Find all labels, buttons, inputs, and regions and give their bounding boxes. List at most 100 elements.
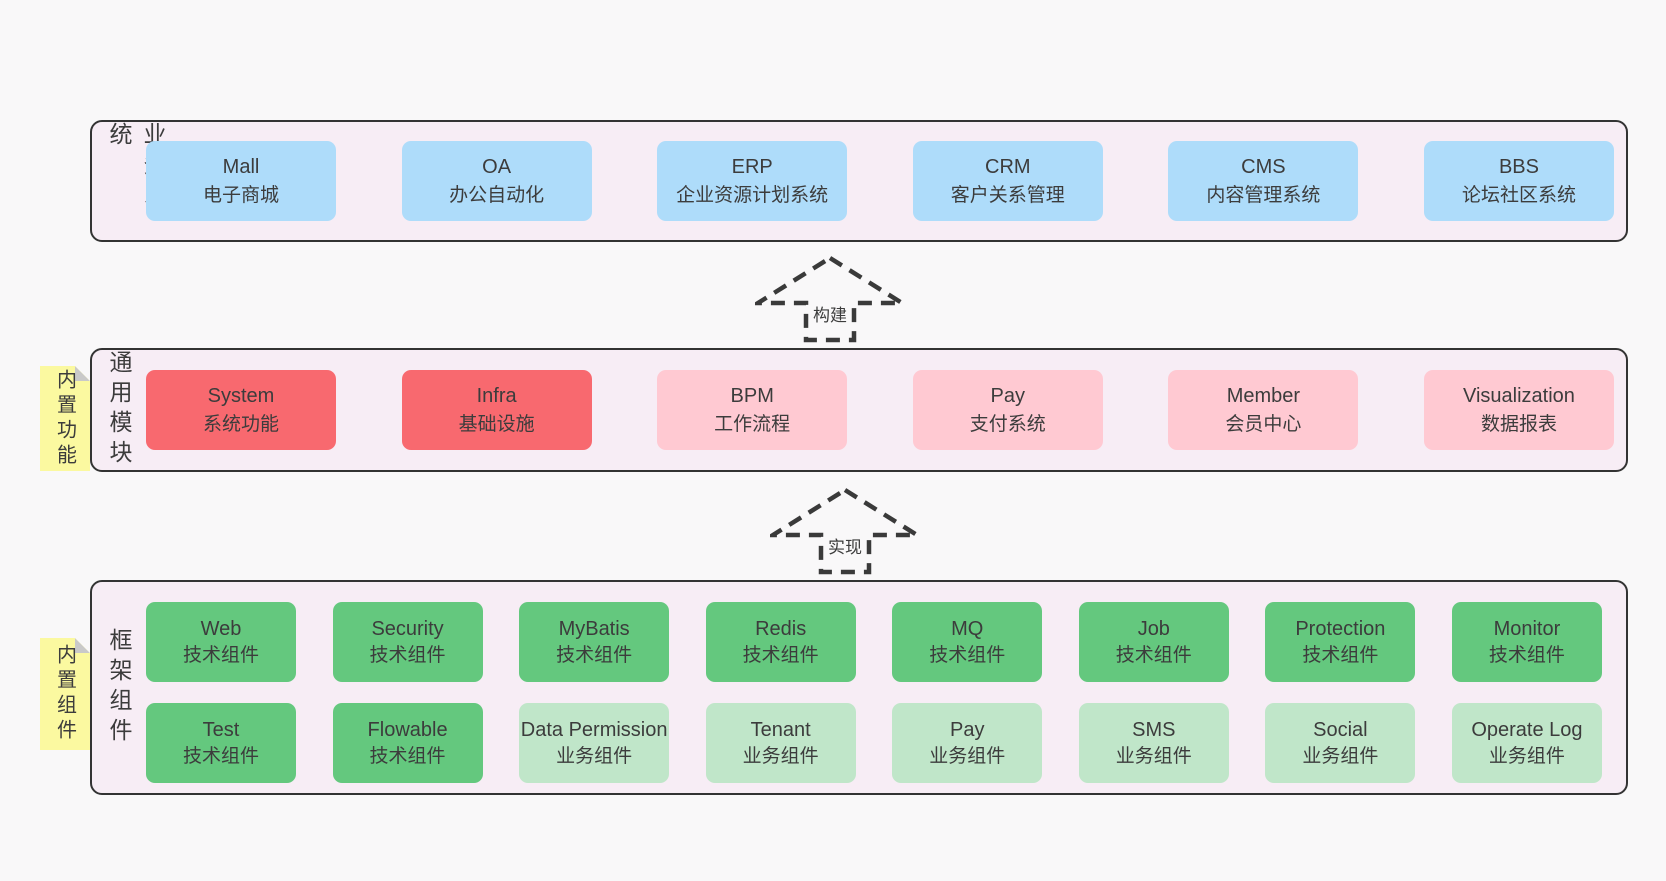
framework-components-layer: 框架组件 Web 技术组件 Security 技术组件 MyBatis 技术组件 bbox=[90, 580, 1628, 795]
box-title-zh: 工作流程 bbox=[714, 413, 791, 435]
box-title-en: Mall bbox=[222, 155, 260, 178]
component-box: Job 技术组件 bbox=[1078, 602, 1229, 682]
module-box: Visualization 数据报表 bbox=[1423, 370, 1614, 450]
box-title-zh: 技术组件 bbox=[929, 644, 1006, 666]
business-system-box: ERP 企业资源计划系统 bbox=[657, 141, 848, 221]
box-title-en: Pay bbox=[990, 384, 1026, 407]
box-title-zh: 业务组件 bbox=[742, 745, 819, 767]
builtin-features-sticky-label: 内置功能 bbox=[53, 368, 76, 469]
box-title-en: Pay bbox=[950, 719, 985, 742]
builtin-features-sticky: 内置功能 bbox=[40, 366, 90, 471]
component-box: Monitor 技术组件 bbox=[1451, 602, 1602, 682]
box-title-zh: 支付系统 bbox=[969, 413, 1046, 435]
box-title-zh: 办公自动化 bbox=[449, 184, 545, 206]
box-title-zh: 技术组件 bbox=[1115, 644, 1192, 666]
box-title-zh: 技术组件 bbox=[556, 644, 633, 666]
box-title-en: Data Permission bbox=[520, 719, 668, 742]
box-title-en: Visualization bbox=[1463, 384, 1575, 407]
build-arrow-label: 构建 bbox=[810, 301, 850, 326]
business-system-box: CMS 内容管理系统 bbox=[1168, 141, 1359, 221]
box-title-en: System bbox=[207, 384, 275, 407]
module-box-row: System 系统功能 Infra 基础设施 BPM 工作流程 Pay 支付系统 bbox=[146, 350, 1614, 470]
component-box: Tenant 业务组件 bbox=[705, 703, 856, 783]
business-system-box: BBS 论坛社区系统 bbox=[1423, 141, 1614, 221]
box-title-en: Infra bbox=[476, 384, 517, 407]
box-title-en: SMS bbox=[1132, 719, 1176, 742]
implement-arrow: 实现 bbox=[770, 487, 920, 575]
box-title-en: Redis bbox=[755, 618, 807, 641]
box-title-zh: 业务组件 bbox=[929, 745, 1006, 767]
component-box: Web 技术组件 bbox=[146, 602, 296, 682]
build-arrow: 构建 bbox=[755, 255, 905, 343]
box-title-zh: 客户关系管理 bbox=[950, 184, 1065, 206]
business-system-box: CRM 客户关系管理 bbox=[912, 141, 1103, 221]
module-layer-label: 通用模块 bbox=[106, 350, 132, 470]
component-layer-label: 框架组件 bbox=[106, 627, 132, 748]
box-title-zh: 基础设施 bbox=[458, 413, 535, 435]
box-title-zh: 业务组件 bbox=[1488, 745, 1565, 767]
box-title-zh: 企业资源计划系统 bbox=[676, 184, 829, 206]
box-title-zh: 业务组件 bbox=[1115, 745, 1192, 767]
component-box: Security 技术组件 bbox=[332, 602, 483, 682]
box-title-zh: 技术组件 bbox=[1488, 644, 1565, 666]
component-box: Flowable 技术组件 bbox=[332, 703, 483, 783]
box-title-zh: 论坛社区系统 bbox=[1461, 184, 1576, 206]
box-title-en: CRM bbox=[985, 155, 1031, 178]
component-box: MQ 技术组件 bbox=[892, 602, 1043, 682]
box-title-en: Monitor bbox=[1493, 618, 1561, 641]
component-box: Social 业务组件 bbox=[1265, 703, 1416, 783]
box-title-zh: 内容管理系统 bbox=[1206, 184, 1321, 206]
box-title-en: Flowable bbox=[367, 719, 448, 742]
box-title-zh: 业务组件 bbox=[1302, 745, 1379, 767]
dashed-up-arrow-icon bbox=[770, 487, 920, 575]
box-title-en: MQ bbox=[951, 618, 984, 641]
box-title-zh: 会员中心 bbox=[1225, 413, 1302, 435]
box-title-en: Job bbox=[1137, 618, 1170, 641]
box-title-en: ERP bbox=[731, 155, 773, 178]
box-title-en: MyBatis bbox=[558, 618, 630, 641]
component-box: Redis 技术组件 bbox=[705, 602, 856, 682]
business-box-row: Mall 电子商城 OA 办公自动化 ERP 企业资源计划系统 CRM 客户关系… bbox=[146, 122, 1614, 240]
box-title-en: BPM bbox=[730, 384, 774, 407]
module-box: BPM 工作流程 bbox=[657, 370, 848, 450]
box-title-en: Operate Log bbox=[1471, 719, 1583, 742]
component-box: MyBatis 技术组件 bbox=[519, 602, 670, 682]
box-title-en: CMS bbox=[1241, 155, 1286, 178]
box-title-en: Tenant bbox=[750, 719, 811, 742]
builtin-components-sticky: 内置组件 bbox=[40, 638, 90, 750]
box-title-zh: 技术组件 bbox=[182, 644, 259, 666]
box-title-en: Test bbox=[202, 719, 240, 742]
box-title-en: Social bbox=[1313, 719, 1368, 742]
implement-arrow-label: 实现 bbox=[825, 533, 865, 558]
box-title-zh: 数据报表 bbox=[1480, 413, 1557, 435]
component-box: Data Permission 业务组件 bbox=[519, 703, 670, 783]
box-title-en: Web bbox=[200, 618, 242, 641]
business-systems-layer: 业务系统 Mall 电子商城 OA 办公自动化 ERP 企业资源计划系统 bbox=[90, 120, 1628, 242]
box-title-zh: 技术组件 bbox=[742, 644, 819, 666]
box-title-zh: 技术组件 bbox=[369, 644, 446, 666]
component-box: Operate Log 业务组件 bbox=[1451, 703, 1602, 783]
module-box: Pay 支付系统 bbox=[912, 370, 1103, 450]
box-title-en: Protection bbox=[1295, 618, 1386, 641]
component-box-row-2: Test 技术组件 Flowable 技术组件 Data Permission … bbox=[146, 703, 1602, 783]
box-title-en: OA bbox=[482, 155, 512, 178]
box-title-zh: 技术组件 bbox=[369, 745, 446, 767]
box-title-zh: 系统功能 bbox=[202, 413, 279, 435]
component-box: SMS 业务组件 bbox=[1078, 703, 1229, 783]
module-box: Member 会员中心 bbox=[1168, 370, 1359, 450]
builtin-components-sticky-label: 内置组件 bbox=[53, 644, 76, 744]
box-title-zh: 业务组件 bbox=[556, 745, 633, 767]
component-box: Test 技术组件 bbox=[146, 703, 296, 783]
business-system-box: Mall 电子商城 bbox=[146, 141, 336, 221]
box-title-zh: 电子商城 bbox=[202, 184, 279, 206]
module-box: Infra 基础设施 bbox=[401, 370, 592, 450]
component-box: Pay 业务组件 bbox=[892, 703, 1043, 783]
component-box-row-1: Web 技术组件 Security 技术组件 MyBatis 技术组件 Redi… bbox=[146, 602, 1602, 682]
box-title-en: BBS bbox=[1498, 155, 1539, 178]
component-box: Protection 技术组件 bbox=[1265, 602, 1416, 682]
box-title-en: Security bbox=[371, 618, 444, 641]
dashed-up-arrow-icon bbox=[755, 255, 905, 343]
business-system-box: OA 办公自动化 bbox=[401, 141, 592, 221]
module-box: System 系统功能 bbox=[146, 370, 336, 450]
